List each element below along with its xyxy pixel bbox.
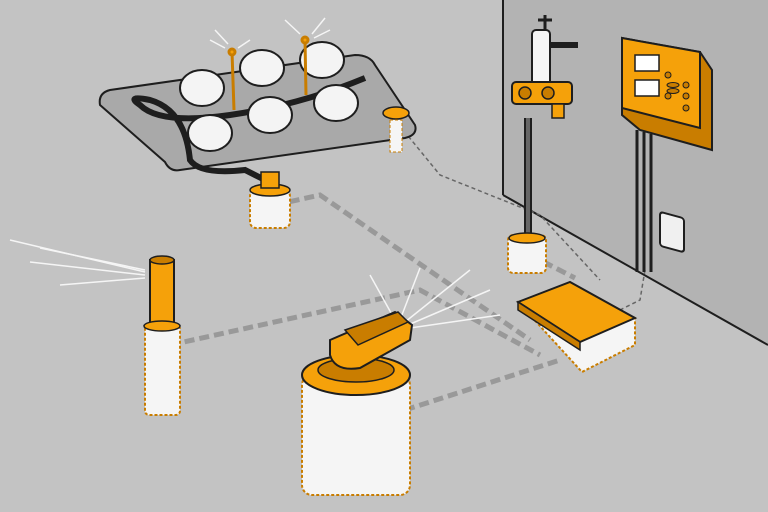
faucet-assembly: [507, 15, 578, 274]
controller-display: [634, 54, 660, 72]
lettuce-icon: [299, 41, 345, 79]
lettuce-icon: [179, 69, 225, 107]
controller-button: [664, 71, 672, 79]
controller: [621, 36, 713, 272]
controller-button: [682, 92, 690, 100]
sensor-cables: [394, 119, 646, 311]
lettuce-plants: [179, 41, 359, 152]
moisture-probes: [227, 35, 310, 111]
power-outlet-icon: [659, 211, 685, 253]
controller-button: [666, 82, 680, 88]
moisture-sensor-icon: [230, 51, 236, 111]
lettuce-icon: [247, 96, 293, 134]
faucet-icon: [531, 29, 551, 86]
lettuce-icon: [187, 114, 233, 152]
controller-button: [666, 88, 680, 94]
lettuce-icon: [313, 84, 359, 122]
lettuce-icon: [239, 49, 285, 87]
controller-button: [682, 104, 690, 112]
soil-sensor: [382, 106, 410, 153]
moisture-sensor-icon: [303, 39, 308, 96]
valve-box: [515, 280, 638, 374]
pop-up-sprinkler: [9, 239, 181, 416]
drip-pump-tank: [249, 171, 291, 229]
pop-up-sprinkler-icon: [149, 259, 175, 326]
probe-signals: [209, 17, 331, 49]
controller-display: [634, 79, 660, 97]
rotor-sprinkler: [301, 267, 501, 496]
controller-button: [664, 92, 672, 100]
controller-button: [682, 81, 690, 89]
